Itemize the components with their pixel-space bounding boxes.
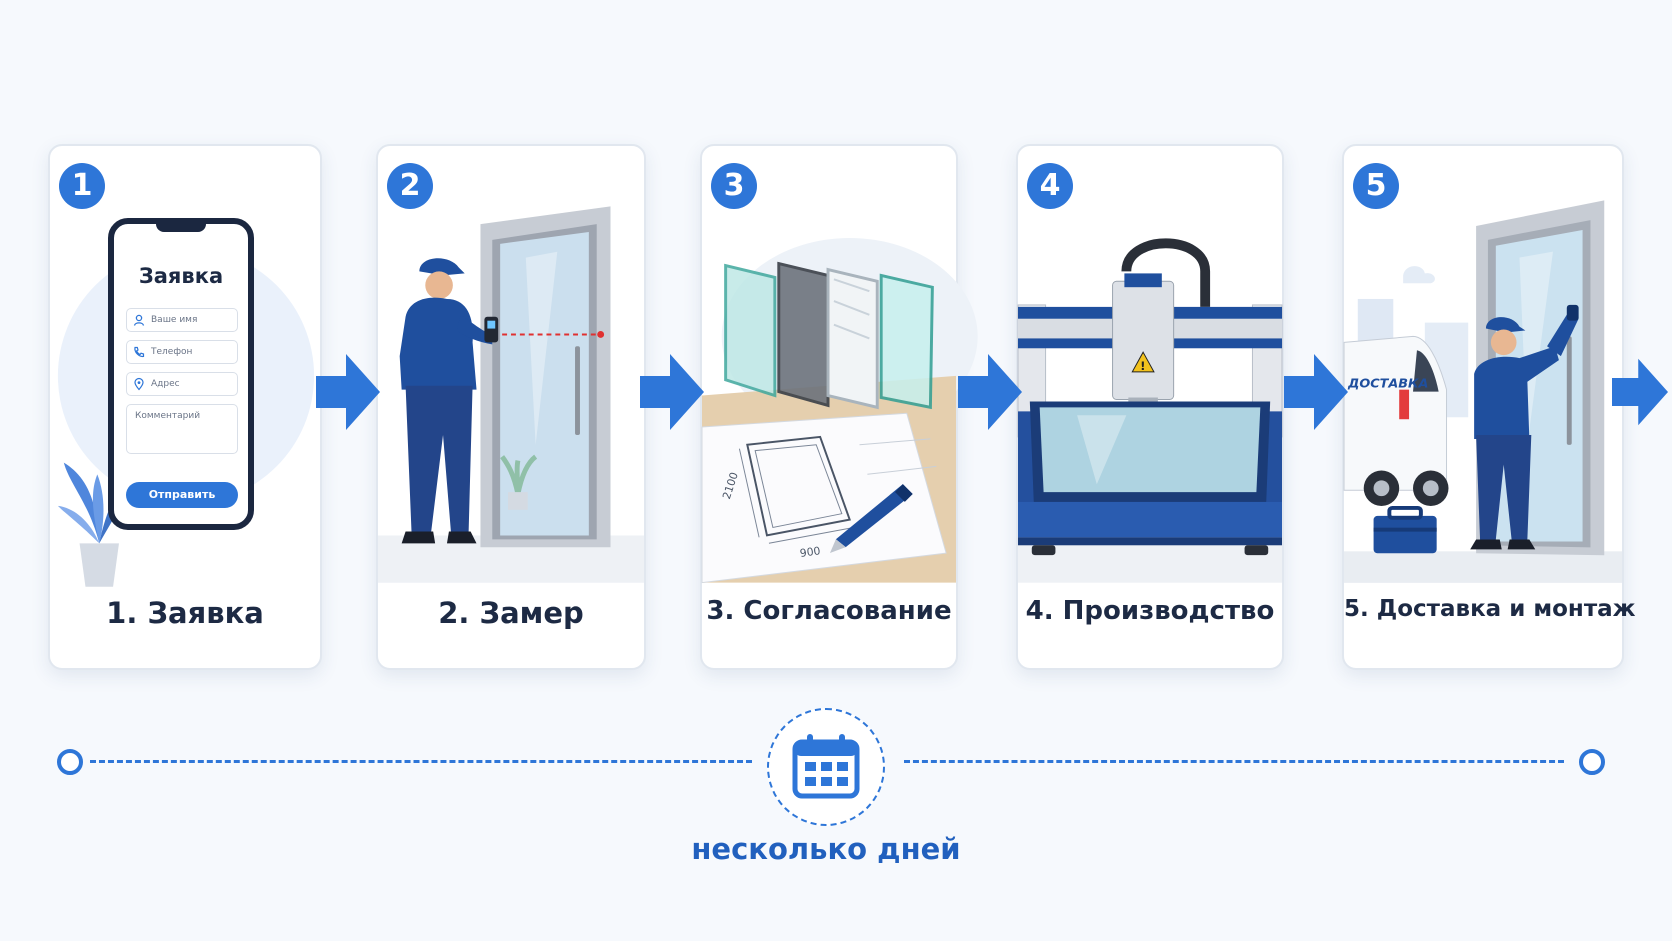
step-caption: 2. Замер [438,596,584,630]
user-icon [133,314,145,326]
comment-placeholder: Комментарий [135,411,201,421]
worker-figure [399,258,499,544]
van-label: ДОСТАВКА [1347,377,1428,392]
step-number-badge: 4 [1027,163,1073,209]
step-caption: 5. Доставка и монтаж [1344,596,1636,622]
phone-icon [134,346,145,358]
pen-icon [829,484,913,554]
svg-text:!: ! [1140,359,1145,373]
width-dimension: 900 [799,544,821,560]
approval-illustration: 2100 900 [701,238,978,584]
step-number-badge: 1 [59,163,105,209]
glass-door [480,206,611,548]
delivery-van: ДОСТАВКА [1343,335,1449,506]
name-placeholder: Ваше имя [151,315,198,325]
timeline-end-point [1579,749,1605,775]
blueprint-drawing: 2100 900 [701,412,947,584]
step-caption: 1. Заявка [106,596,264,630]
name-field[interactable]: Ваше имя [126,308,238,332]
calendar-icon [792,734,860,799]
timeline-label: несколько дней [691,832,961,866]
arrow-right-icon [1612,358,1668,426]
step-card-3: 3 2100 900 3. Соглас [700,144,978,670]
arrow-right-icon [316,354,380,430]
phone-placeholder: Телефон [151,347,193,357]
arrow-right-icon [640,354,704,430]
form-title: Заявка [138,264,224,288]
step-caption: 3. Согласование [706,596,952,626]
address-field[interactable]: Адрес [126,372,238,396]
step-number-badge: 3 [711,163,757,209]
address-placeholder: Адрес [151,379,180,389]
phone-field[interactable]: Телефон [126,340,238,364]
submit-button[interactable]: Отправить [126,482,238,508]
arrow-right-icon [1284,354,1348,430]
location-pin-icon [134,377,144,391]
step-number-badge: 2 [387,163,433,209]
step-card-2: 2 2. Замер [376,144,646,670]
timeline-line-left [90,760,752,763]
glass-samples [724,261,934,410]
comment-field[interactable]: Комментарий [126,404,238,454]
arrow-right-icon [958,354,1022,430]
step-caption: 4. Производство [1025,596,1275,626]
calendar-badge [767,708,885,826]
step-card-5: 5 ДОСТАВКА [1342,144,1636,670]
timeline-line-right [904,760,1564,763]
measurement-illustration [378,206,644,583]
production-illustration: ! [1017,238,1283,583]
step-card-4: 4 ! [1016,144,1284,670]
delivery-illustration: ДОСТАВКА [1343,200,1622,583]
phone-mockup: Заявка Ваше имя Телефон Адрес Комментари… [108,218,254,530]
toolbox-icon [1373,505,1437,554]
step-card-1: 1 Заявка Ваше имя Телефон Адрес Коммента… [48,144,322,670]
cnc-machine: ! [1017,238,1283,556]
step-number-badge: 5 [1353,163,1399,209]
worker-figure [1470,304,1579,550]
timeline-start-point [57,749,83,775]
